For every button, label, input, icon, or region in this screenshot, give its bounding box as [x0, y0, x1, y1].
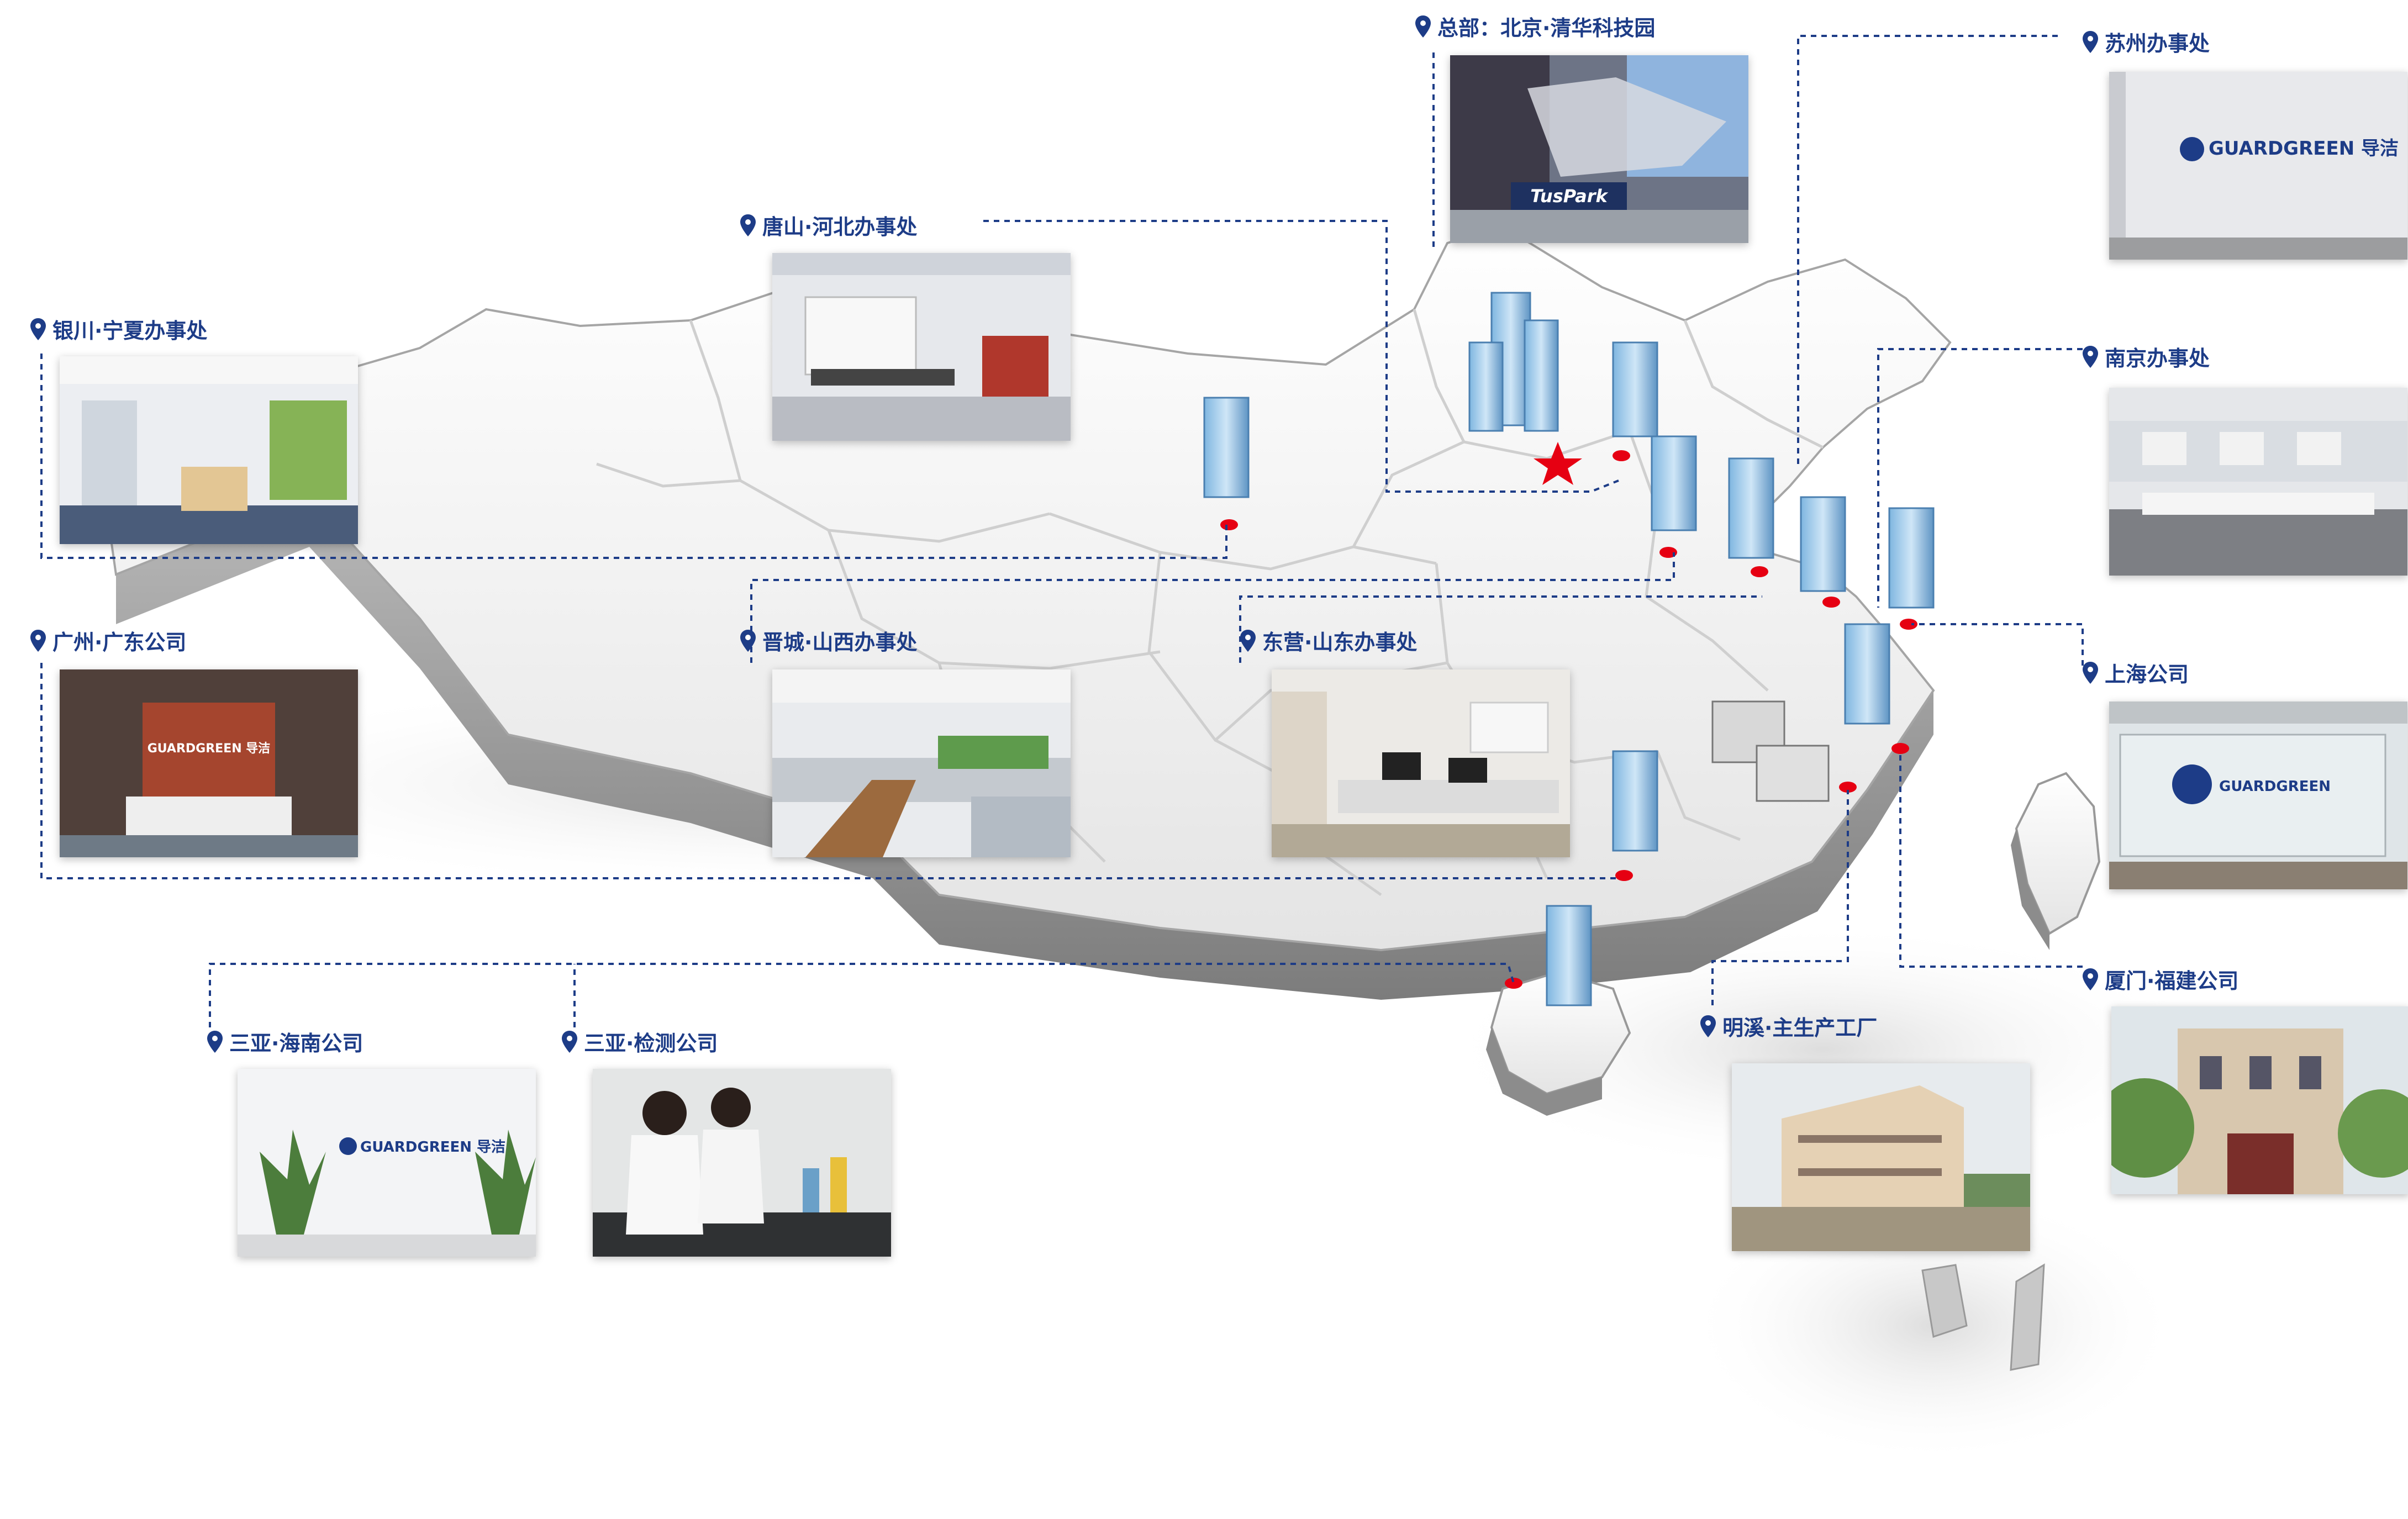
- location-label-xiamen: 厦门·福建公司: [2083, 964, 2238, 994]
- photo-yinchuan: [60, 356, 358, 544]
- location-name: 苏州办事处: [2105, 31, 2210, 56]
- mainland-edge: [116, 497, 1933, 1000]
- location-label-dongying: 东营·山东办事处: [1240, 625, 1417, 656]
- photo-jincheng: [772, 669, 1071, 857]
- photo-sanya-lab: [593, 1069, 891, 1257]
- location-name: 上海公司: [2105, 662, 2189, 687]
- location-name: 三亚·检测公司: [584, 1031, 718, 1056]
- city-buildings: [1203, 292, 1935, 1006]
- photo-sanya-hainan: GUARDGREEN 导洁: [238, 1069, 536, 1257]
- location-name: 厦门·福建公司: [2105, 969, 2239, 993]
- photo-dongying: [1272, 669, 1570, 857]
- location-name: 东营·山东办事处: [1262, 630, 1418, 655]
- photo-shanghai: GUARDGREEN: [2109, 702, 2407, 889]
- location-name: 银川·宁夏办事处: [52, 319, 208, 343]
- leader-lines: [40, 35, 2084, 1027]
- location-name: 南京办事处: [2105, 346, 2210, 371]
- photo-guangzhou: GUARDGREEN 导洁: [60, 669, 358, 857]
- photo-caption: GUARDGREEN 导洁: [2209, 138, 2399, 160]
- taiwan-island: [2015, 772, 2101, 935]
- map-pin-icon: [562, 1030, 577, 1053]
- photo-nanjing: [2109, 388, 2407, 576]
- location-label-sanya-lab: 三亚·检测公司: [562, 1026, 718, 1057]
- map-pin-icon: [740, 214, 756, 236]
- map-pin-icon: [30, 629, 46, 652]
- photo-caption: GUARDGREEN 导洁: [147, 742, 271, 756]
- location-name: 明溪·主生产工厂: [1722, 1016, 1878, 1040]
- south-sea-fragment: [2010, 1263, 2045, 1371]
- location-name: 晋城·山西办事处: [762, 630, 918, 655]
- map-pin-icon: [2083, 345, 2098, 368]
- location-label-guangzhou: 广州·广东公司: [30, 625, 186, 656]
- map-pin-icon: [1415, 15, 1431, 38]
- photo-caption: GUARDGREEN 导洁: [360, 1139, 505, 1156]
- location-label-yinchuan: 银川·宁夏办事处: [30, 314, 207, 344]
- map-pin-icon: [1700, 1015, 1716, 1037]
- photo-mingxi: [1732, 1063, 2030, 1251]
- location-label-suzhou: 苏州办事处: [2083, 27, 2210, 57]
- location-label-mingxi: 明溪·主生产工厂: [1700, 1011, 1877, 1041]
- map-pin-icon: [2083, 661, 2098, 684]
- location-label-jincheng: 晋城·山西办事处: [740, 625, 917, 656]
- photo-xiamen: [2111, 1006, 2408, 1194]
- photo-caption: TusPark: [1530, 186, 1608, 207]
- south-sea-fragment: [1921, 1264, 1968, 1338]
- map-pin-icon: [2083, 968, 2098, 990]
- location-name: 总部：北京·清华科技园: [1437, 16, 1656, 40]
- location-name: 广州·广东公司: [52, 630, 187, 655]
- location-label-sanya-hainan: 三亚·海南公司: [207, 1026, 363, 1057]
- location-name: 三亚·海南公司: [229, 1031, 363, 1056]
- map-pin-icon: [2083, 30, 2098, 53]
- map-pin-icon: [1240, 629, 1256, 652]
- location-label-shanghai: 上海公司: [2083, 657, 2189, 688]
- location-label-nanjing: 南京办事处: [2083, 341, 2210, 372]
- headquarters-star-icon: [1534, 442, 1582, 485]
- photo-beijing-hq: TusPark: [1450, 55, 1748, 243]
- map-pin-icon: [207, 1030, 223, 1053]
- location-label-beijing-hq: 总部：北京·清华科技园: [1415, 11, 1655, 41]
- photo-caption: GUARDGREEN: [2219, 778, 2331, 795]
- photo-suzhou: GUARDGREEN 导洁: [2109, 72, 2407, 260]
- location-label-tangshan: 唐山·河北办事处: [740, 210, 917, 240]
- location-name: 唐山·河北办事处: [762, 215, 918, 239]
- map-pin-icon: [740, 629, 756, 652]
- photo-tangshan: [772, 253, 1071, 441]
- map-pin-icon: [30, 318, 46, 340]
